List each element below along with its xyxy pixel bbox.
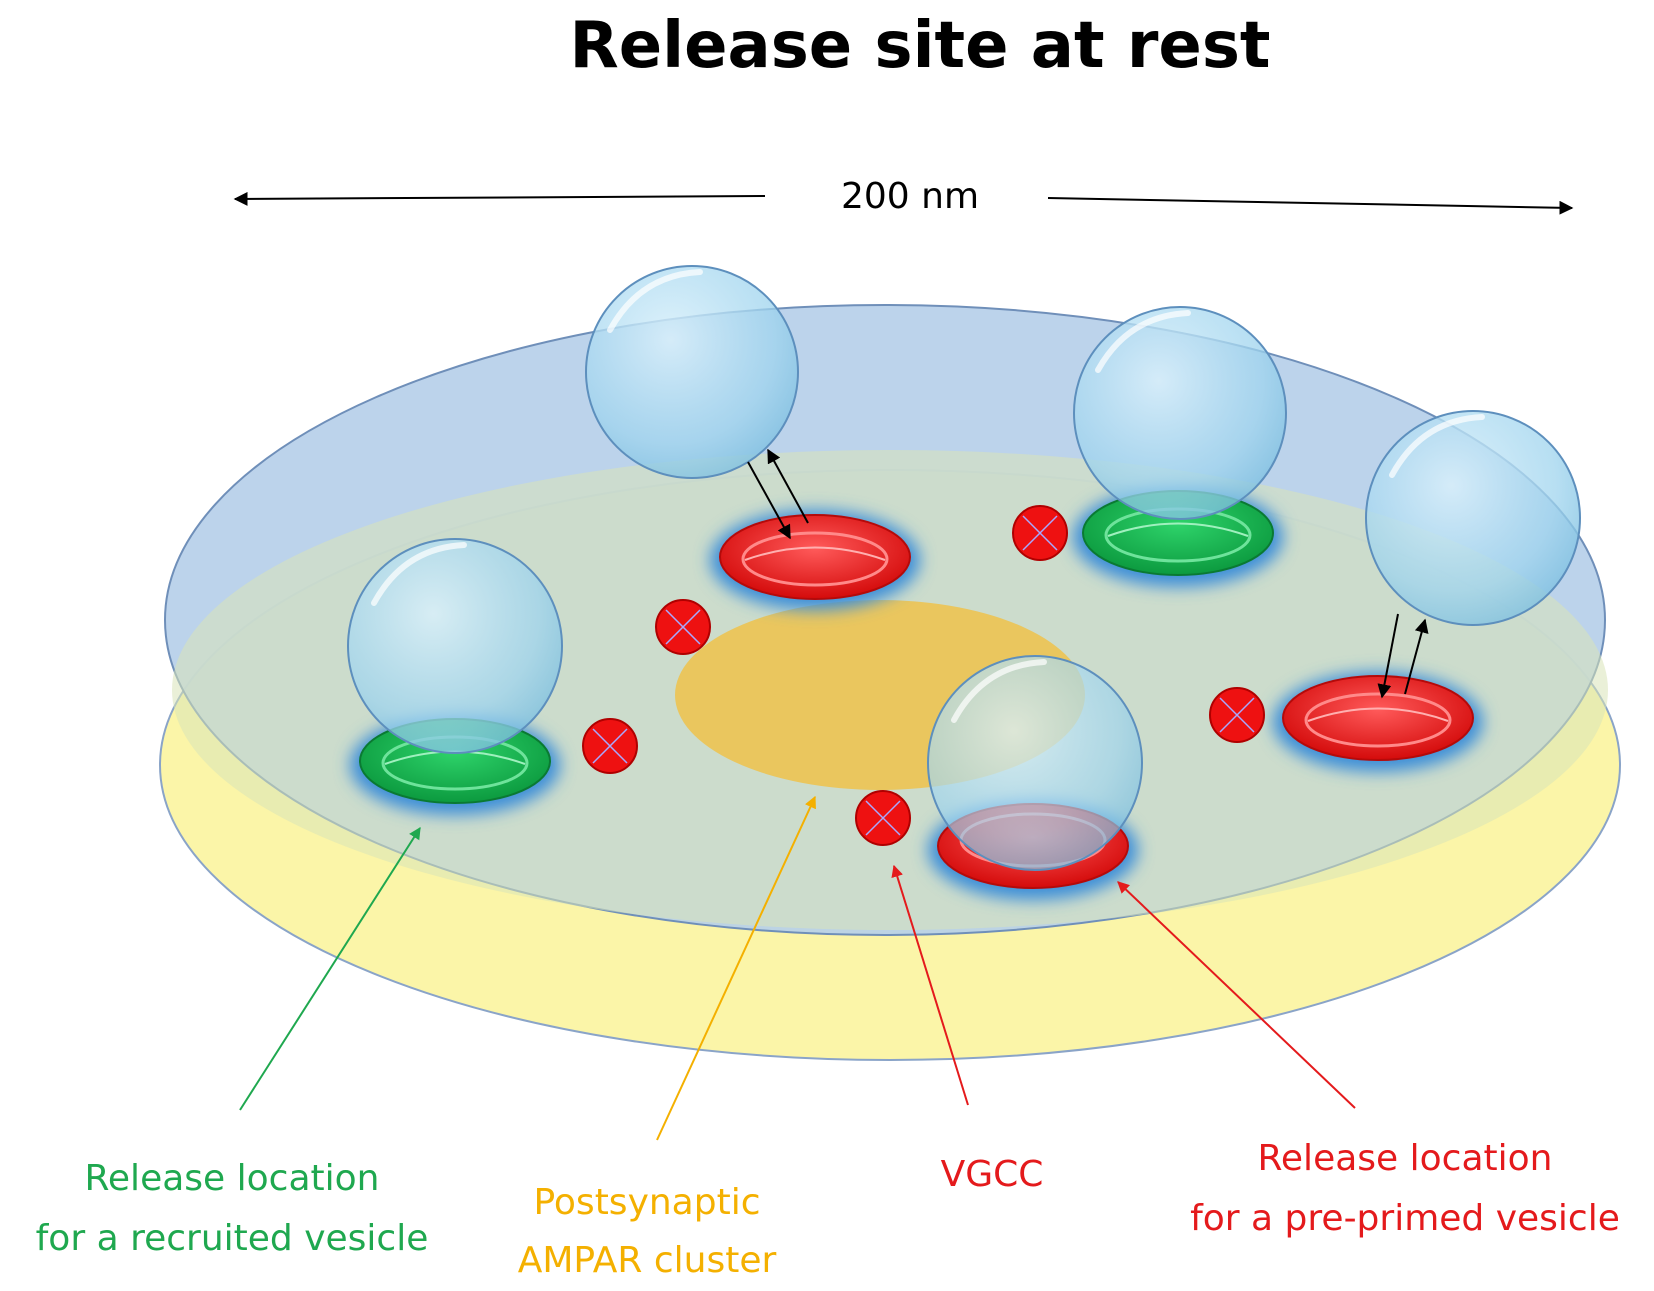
vgcc-channel-3 xyxy=(582,718,638,774)
label-preprimed-line2: for a pre-primed vesicle xyxy=(1190,1198,1620,1239)
label-ampar-line1: Postsynaptic xyxy=(533,1182,760,1223)
scale-label: 200 nm xyxy=(841,176,979,217)
label-vgcc-line1: VGCC xyxy=(941,1154,1044,1195)
label-ampar: Postsynaptic AMPAR cluster xyxy=(518,1182,777,1281)
label-recruited: Release location for a recruited vesicle xyxy=(36,1158,429,1259)
leader-vgcc xyxy=(891,864,969,1106)
vesicle-left xyxy=(347,538,563,754)
vgcc-channel-1 xyxy=(655,599,711,655)
leader-ampar xyxy=(656,795,816,1141)
label-recruited-line1: Release location xyxy=(85,1158,380,1199)
release-site-green-right xyxy=(1073,487,1283,587)
diagram-title: Release site at rest xyxy=(569,9,1270,83)
label-recruited-line2: for a recruited vesicle xyxy=(36,1218,429,1259)
label-preprimed: Release location for a pre-primed vesicl… xyxy=(1190,1138,1620,1239)
transition-arrows-top xyxy=(747,448,809,540)
vgcc-channel-4 xyxy=(855,790,911,846)
label-preprimed-line1: Release location xyxy=(1258,1138,1553,1179)
vesicle-bottom-center xyxy=(927,655,1143,871)
vgcc-channel-5 xyxy=(1209,687,1265,743)
transition-arrows-right xyxy=(1377,613,1429,699)
leader-preprimed xyxy=(1117,881,1356,1109)
scale-bar: 200 nm xyxy=(233,176,1574,217)
vesicle-top-right xyxy=(1073,306,1287,520)
vesicle-right xyxy=(1365,410,1581,626)
release-site-red-top xyxy=(710,510,920,610)
vgcc-channel-2 xyxy=(1012,505,1068,561)
label-ampar-line2: AMPAR cluster xyxy=(518,1240,777,1281)
release-site-red-right xyxy=(1273,672,1483,772)
vesicle-top-left xyxy=(585,265,799,479)
leader-recruited xyxy=(239,826,421,1111)
label-vgcc: VGCC xyxy=(941,1154,1044,1195)
